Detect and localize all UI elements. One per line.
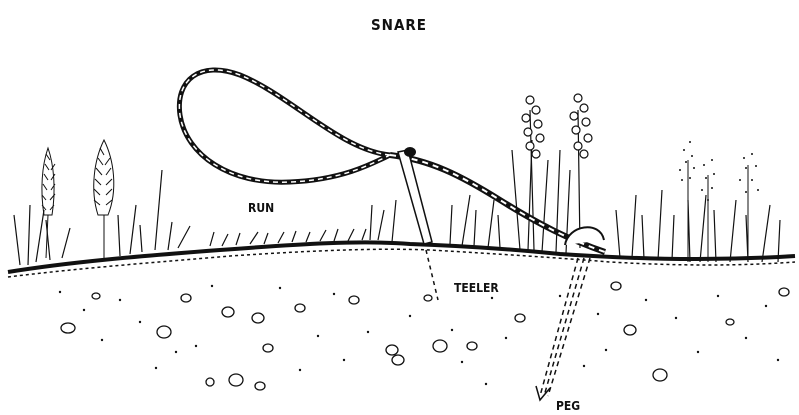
teeler-label: TEELER [454, 281, 499, 295]
soil-stones [61, 282, 789, 390]
peg-label: PEG [556, 399, 580, 413]
ground-surface [8, 242, 795, 272]
seed-heads-left [42, 140, 114, 258]
snare-loop [179, 70, 390, 182]
ground-surface-texture [8, 249, 795, 277]
soil-dots [59, 285, 779, 385]
diagram-title: SNARE [371, 16, 427, 34]
teeler-stick [398, 147, 438, 300]
snare-loop-twist [179, 70, 390, 182]
run-label: RUN [248, 201, 274, 215]
